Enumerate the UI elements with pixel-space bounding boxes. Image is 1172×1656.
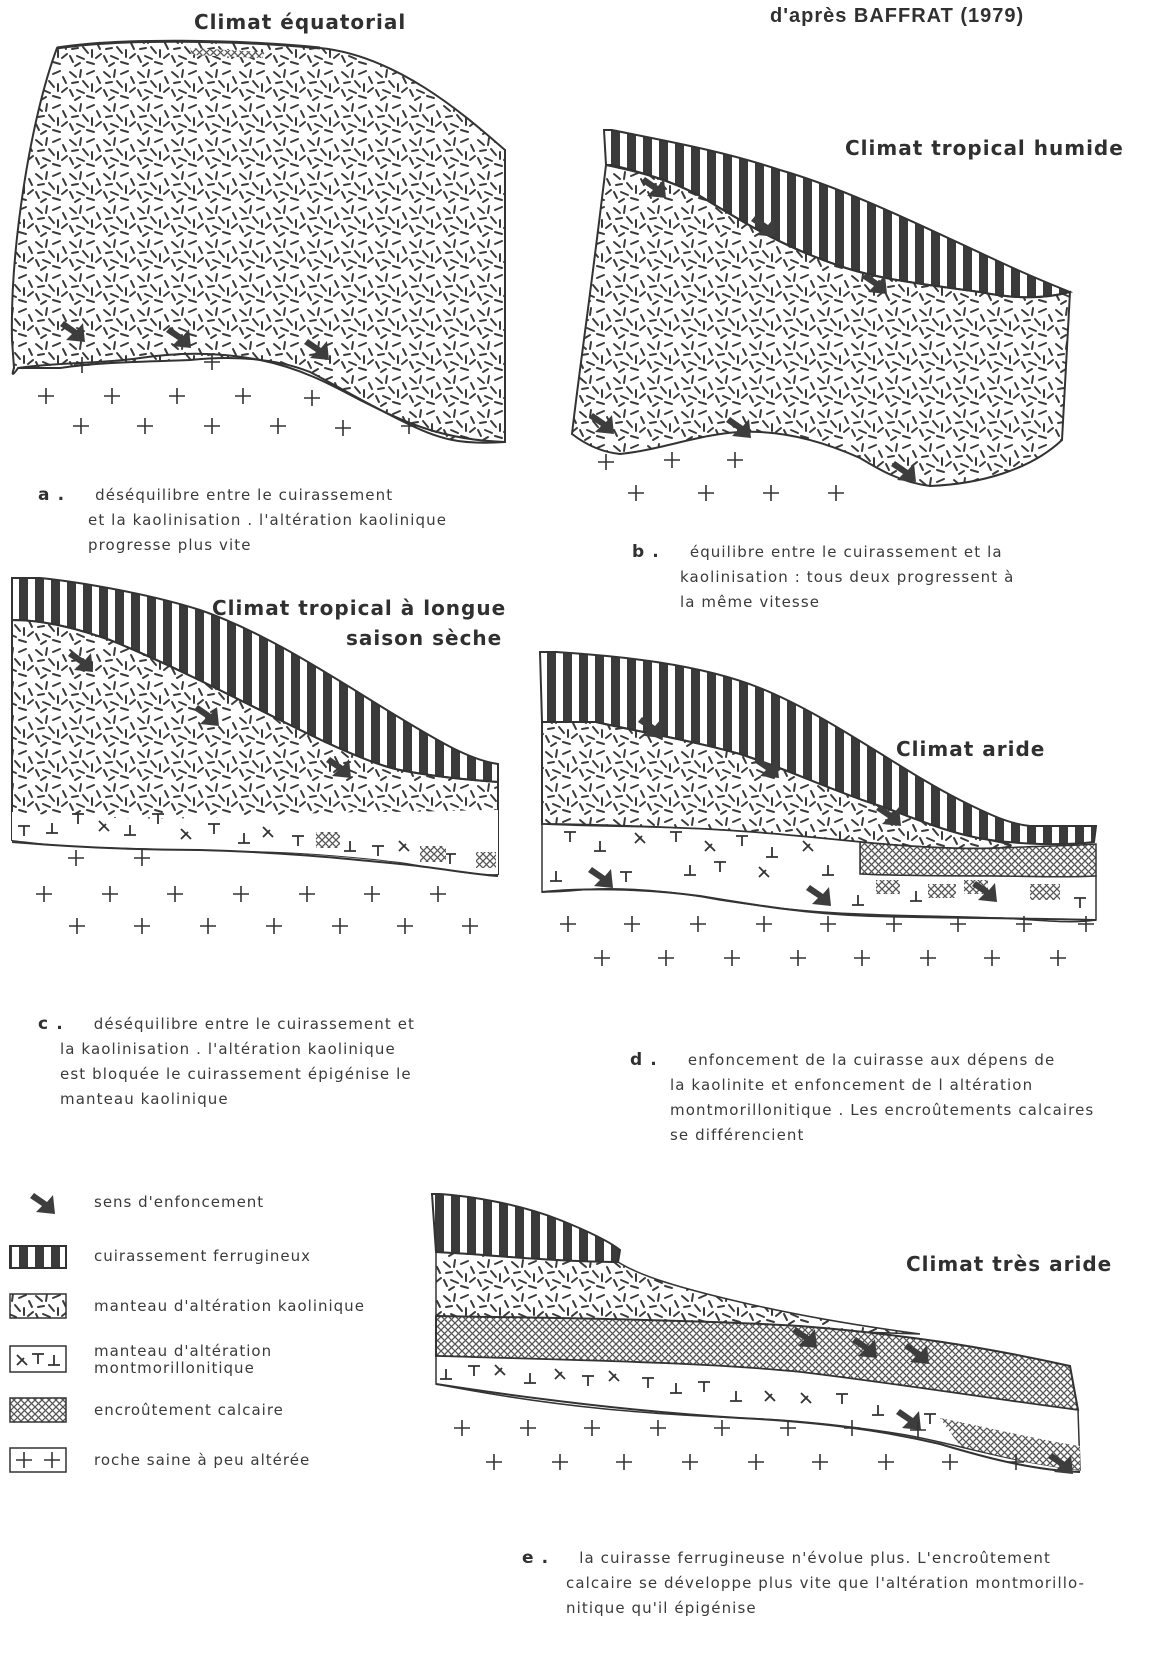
caption-line: se différencient xyxy=(670,1126,805,1144)
panel-d-caption: d . enfoncement de la cuirasse aux dépens… xyxy=(630,1048,1094,1148)
panel-a-title: Climat équatorial xyxy=(194,10,407,34)
legend-label-kaolinic: manteau d'altération kaolinique xyxy=(94,1297,365,1315)
legend-kaolinic-mantle-icon xyxy=(9,1293,67,1319)
legend-line: manteau d'altération xyxy=(94,1342,273,1360)
panel-e-caption: e . la cuirasse ferrugineuse n'évolue plu… xyxy=(522,1546,1085,1621)
panel-b-letter: b . xyxy=(632,542,660,562)
legend-label-ferruginous: cuirassement ferrugineux xyxy=(94,1247,312,1265)
legend-montmorillonitic-mantle-icon xyxy=(9,1345,67,1373)
panel-e-title: Climat très aride xyxy=(906,1252,1113,1276)
caption-line: la kaolinisation . l'altération kaoliniq… xyxy=(60,1040,396,1058)
legend-bedrock-icon xyxy=(9,1447,67,1473)
panel-b-title: Climat tropical humide xyxy=(845,136,1124,160)
caption-line: kaolinisation : tous deux progressent à xyxy=(680,568,1015,586)
panel-e-diagram xyxy=(430,1193,1081,1474)
caption-line: la cuirasse ferrugineuse n'évolue plus. … xyxy=(579,1549,1051,1567)
caption-line: calcaire se développe plus vite que l'al… xyxy=(566,1574,1086,1592)
legend-line: montmorillonitique xyxy=(94,1359,255,1377)
panel-d-diagram xyxy=(538,651,1098,967)
legend-label-bedrock: roche saine à peu altérée xyxy=(94,1451,311,1469)
caption-line: la kaolinite et enfoncement de l altérat… xyxy=(670,1076,1034,1094)
panel-c-letter: c . xyxy=(38,1014,64,1034)
header-fragment: d'après BAFFRAT (1979) xyxy=(770,5,1025,27)
panel-a-caption: a . déséquilibre entre le cuirassement et… xyxy=(38,483,447,558)
legend-label-arrow: sens d'enfoncement xyxy=(94,1193,265,1211)
legend-label-montmorillonitic: manteau d'altération montmorillonitique xyxy=(94,1343,272,1377)
legend-calcareous-crust-icon xyxy=(9,1397,67,1423)
panel-c-caption: c . déséquilibre entre le cuirassement et… xyxy=(38,1012,415,1112)
panel-c-diagram xyxy=(11,577,499,935)
panel-d-title: Climat aride xyxy=(896,737,1046,761)
panel-c-title-line1: Climat tropical à longue xyxy=(212,596,507,620)
panel-b-diagram xyxy=(570,129,1074,502)
caption-line: déséquilibre entre le cuirassement et xyxy=(93,1015,416,1033)
panel-c-title-line2: saison sèche xyxy=(346,626,503,650)
caption-line: déséquilibre entre le cuirassement xyxy=(95,486,394,504)
legend-label-calcareous: encroûtement calcaire xyxy=(94,1401,284,1419)
panel-d-letter: d . xyxy=(630,1050,658,1070)
caption-line: la même vitesse xyxy=(680,593,821,611)
panel-a-letter: a . xyxy=(38,485,66,505)
legend-ferruginous-crust-icon xyxy=(9,1245,67,1269)
panel-e-letter: e . xyxy=(522,1548,550,1568)
caption-line: nitique qu'il épigénise xyxy=(566,1599,757,1617)
panel-b-caption: b . équilibre entre le cuirassement et la… xyxy=(632,540,1014,615)
legend-arrow-icon xyxy=(30,1193,55,1214)
panel-a-diagram xyxy=(10,39,506,444)
caption-line: montmorillonitique . Les encroûtements c… xyxy=(670,1101,1095,1119)
caption-line: progresse plus vite xyxy=(88,536,252,554)
caption-line: enfoncement de la cuirasse aux dépens de xyxy=(687,1051,1056,1069)
caption-line: équilibre entre le cuirassement et la xyxy=(689,543,1003,561)
caption-line: est bloquée le cuirassement épigénise le xyxy=(60,1065,412,1083)
caption-line: et la kaolinisation . l'altération kaoli… xyxy=(88,511,448,529)
caption-line: manteau kaolinique xyxy=(60,1090,229,1108)
